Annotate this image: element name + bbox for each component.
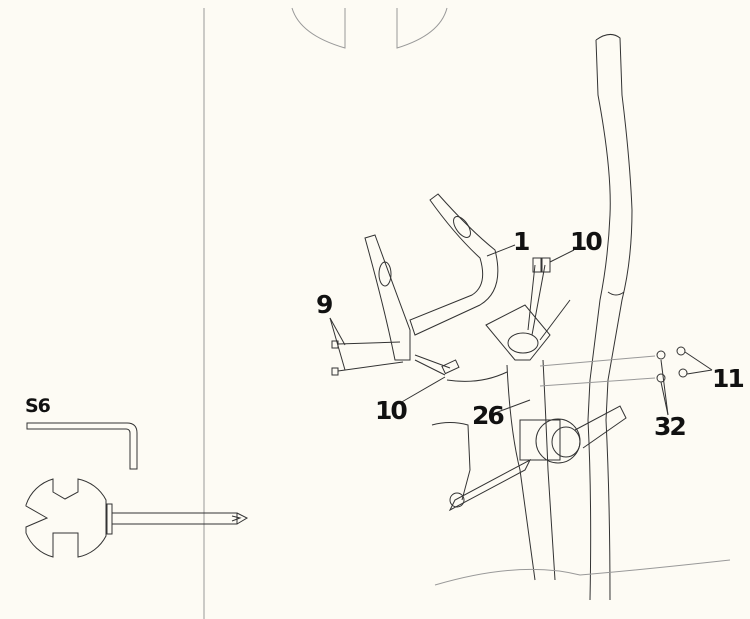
callout-11: 11: [712, 364, 745, 393]
allen-key-label: S6: [25, 395, 51, 417]
upright-frame: [587, 34, 633, 601]
callout-10-top: 10: [570, 227, 603, 256]
wires: [414, 264, 571, 382]
callout-1: 1: [513, 227, 530, 256]
callout-26: 26: [472, 401, 505, 430]
leader-lines: [329, 244, 713, 416]
handlebar: [364, 193, 499, 361]
top-part-right: [396, 7, 448, 49]
nuts-washers: [539, 346, 688, 387]
callout-10-left: 10: [375, 396, 408, 425]
callout-32: 32: [654, 412, 687, 441]
allen-key: [26, 422, 138, 470]
wrench-screwdriver: [25, 478, 249, 558]
top-part-left: [291, 7, 346, 49]
center-post: [431, 304, 731, 586]
callout-9: 9: [316, 290, 333, 319]
